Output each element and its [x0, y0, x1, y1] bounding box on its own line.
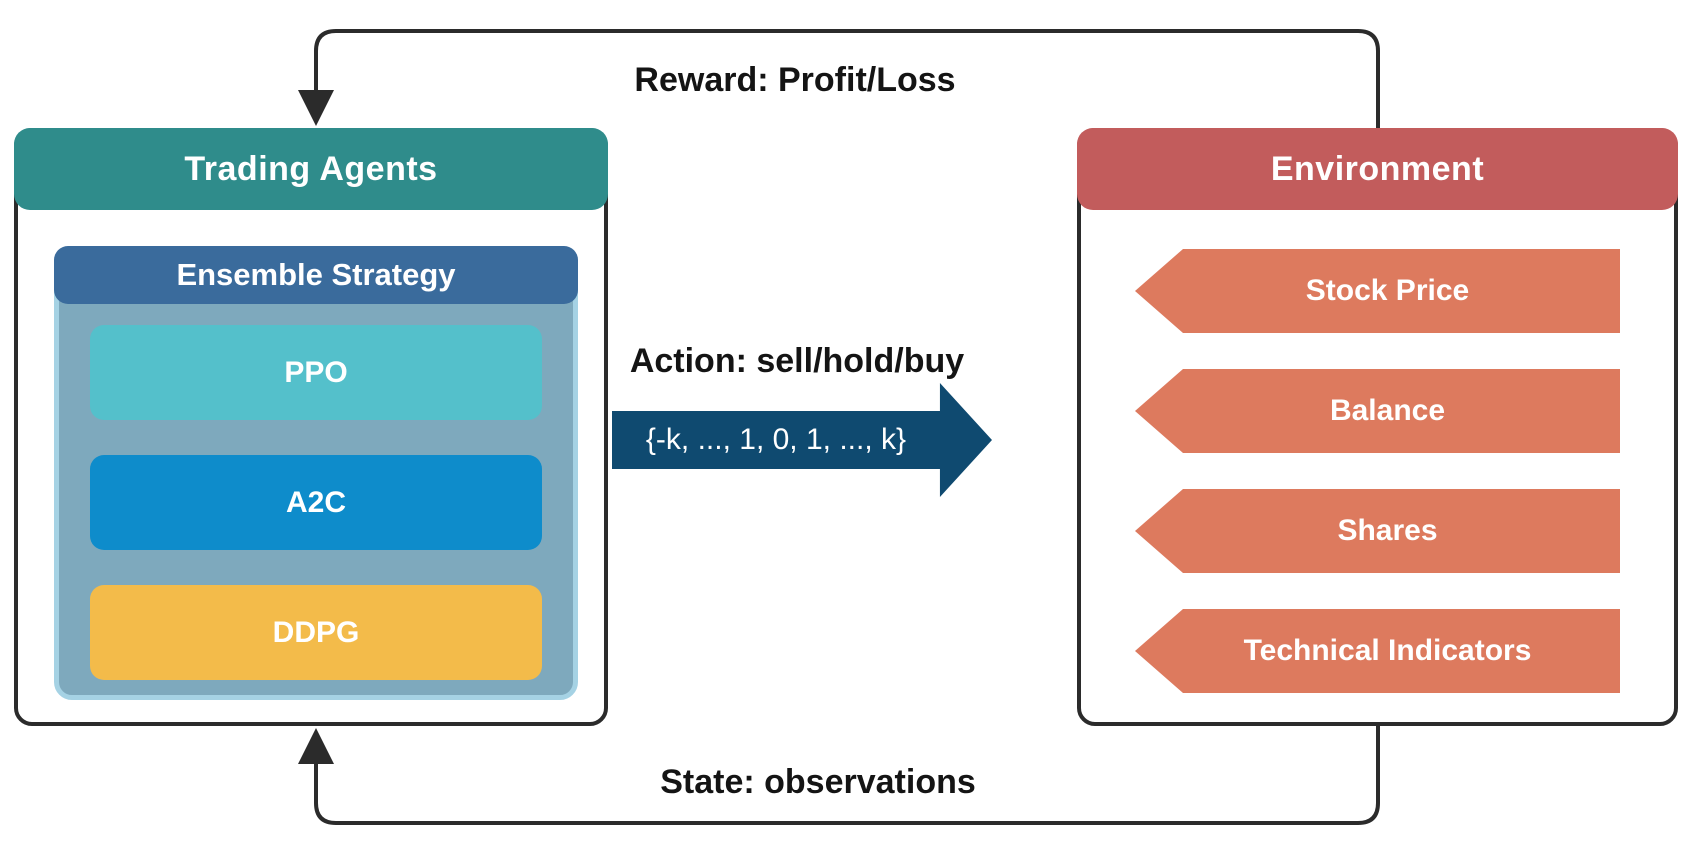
agent-a2c-label: A2C: [285, 485, 346, 519]
agent-ddpg: DDPG: [90, 585, 542, 680]
ensemble-strategy-header: Ensemble Strategy: [54, 246, 578, 304]
env-item-technical-indicators-label: Technical Indicators: [1243, 634, 1532, 667]
env-item-balance-label: Balance: [1329, 394, 1446, 427]
env-item-shares: Shares: [1135, 489, 1620, 573]
env-item-stock-price-label: Stock Price: [1305, 274, 1470, 307]
state-label: State: observations: [660, 763, 976, 801]
reward-label: Reward: Profit/Loss: [634, 61, 956, 99]
trading-agents-header: Trading Agents: [14, 128, 608, 210]
reward-loop-line: [314, 29, 1380, 132]
env-item-technical-indicators: Technical Indicators: [1135, 609, 1620, 693]
action-set-text: {-k, ..., 1, 0, 1, ..., k}: [645, 423, 907, 456]
environment-title: Environment: [1270, 149, 1485, 188]
agent-a2c: A2C: [90, 455, 542, 550]
state-arrowhead-icon: [298, 728, 334, 764]
agent-ddpg-label: DDPG: [272, 615, 360, 649]
env-item-shares-label: Shares: [1337, 514, 1438, 547]
environment-header: Environment: [1077, 128, 1678, 210]
state-loop-line: [314, 722, 1380, 825]
agent-ppo: PPO: [90, 325, 542, 420]
env-item-stock-price: Stock Price: [1135, 249, 1620, 333]
ensemble-strategy-title: Ensemble Strategy: [176, 257, 456, 292]
agent-ppo-label: PPO: [284, 355, 348, 389]
reward-arrowhead-icon: [298, 90, 334, 126]
trading-agents-title: Trading Agents: [184, 149, 438, 188]
action-label: Action: sell/hold/buy: [629, 342, 965, 380]
env-item-balance: Balance: [1135, 369, 1620, 453]
